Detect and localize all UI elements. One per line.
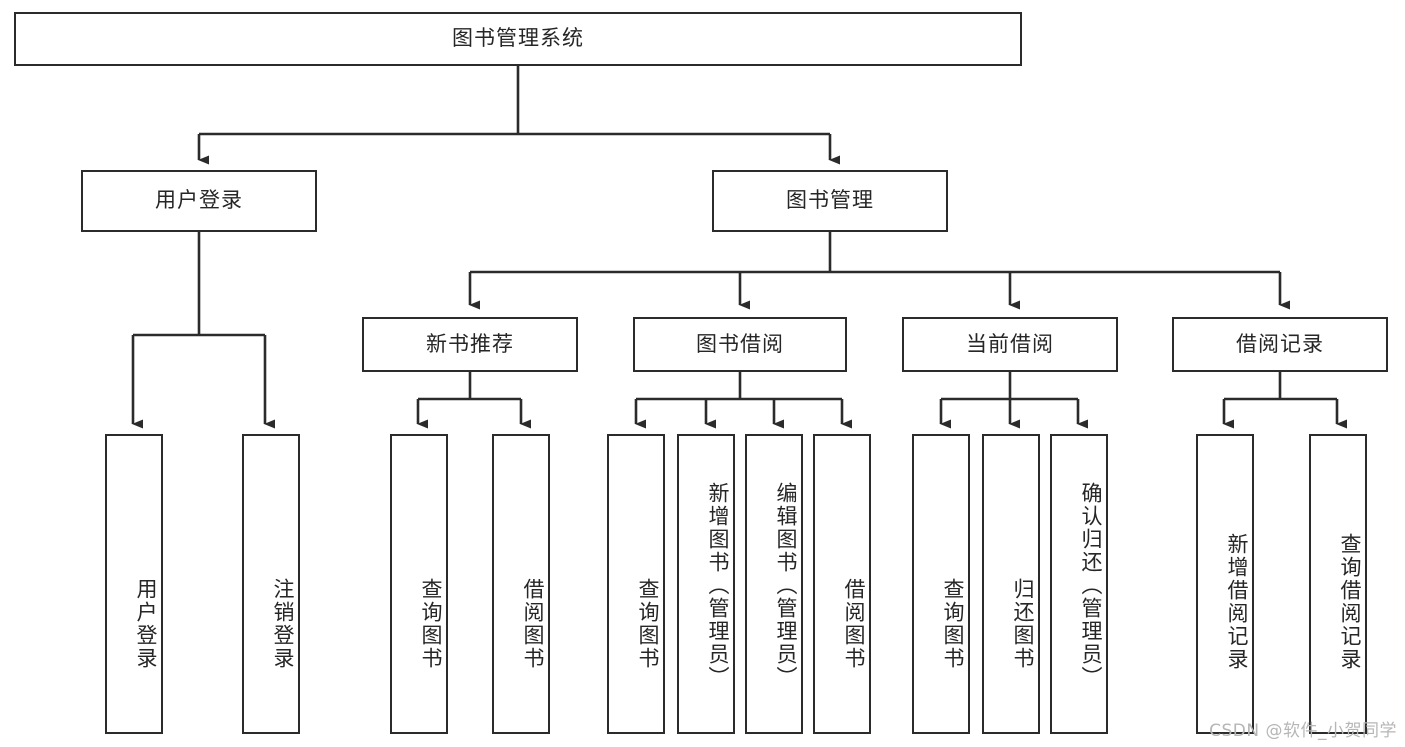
leaf-query-record-label: 查询借阅记录 bbox=[1338, 533, 1362, 671]
node-borrow-record[interactable]: 借阅记录 bbox=[1172, 317, 1388, 372]
node-user-login-label: 用户登录 bbox=[155, 188, 243, 213]
leaf-add-book[interactable]: 新增图书（管理员） bbox=[677, 434, 735, 734]
leaf-confirm-return[interactable]: 确认归还（管理员） bbox=[1050, 434, 1108, 734]
node-borrow-record-label: 借阅记录 bbox=[1236, 331, 1324, 356]
node-user-login[interactable]: 用户登录 bbox=[81, 170, 317, 232]
node-new-book-recommend[interactable]: 新书推荐 bbox=[362, 317, 578, 372]
leaf-return-book-label: 归还图书 bbox=[1011, 577, 1035, 670]
node-current-borrow[interactable]: 当前借阅 bbox=[902, 317, 1118, 372]
leaf-query-book-3-label: 查询图书 bbox=[941, 577, 965, 670]
node-root[interactable]: 图书管理系统 bbox=[14, 12, 1022, 66]
leaf-query-book-1-label: 查询图书 bbox=[419, 577, 443, 670]
node-new-book-recommend-label: 新书推荐 bbox=[426, 331, 514, 356]
csdn-watermark: CSDN @软件_小贺同学 bbox=[1209, 721, 1397, 741]
leaf-confirm-return-label: 确认归还（管理员） bbox=[1079, 481, 1103, 689]
leaf-query-book-1[interactable]: 查询图书 bbox=[390, 434, 448, 734]
leaf-user-login[interactable]: 用户登录 bbox=[105, 434, 163, 734]
leaf-query-book-3[interactable]: 查询图书 bbox=[912, 434, 970, 734]
node-root-label: 图书管理系统 bbox=[452, 26, 584, 51]
leaf-borrow-book-1[interactable]: 借阅图书 bbox=[492, 434, 550, 734]
leaf-query-book-2-label: 查询图书 bbox=[636, 577, 660, 670]
leaf-logout-login-label: 注销登录 bbox=[271, 577, 295, 670]
leaf-add-record[interactable]: 新增借阅记录 bbox=[1196, 434, 1254, 734]
leaf-add-book-label: 新增图书（管理员） bbox=[706, 481, 730, 689]
leaf-edit-book[interactable]: 编辑图书（管理员） bbox=[745, 434, 803, 734]
node-book-manage[interactable]: 图书管理 bbox=[712, 170, 948, 232]
leaf-borrow-book-2[interactable]: 借阅图书 bbox=[813, 434, 871, 734]
leaf-edit-book-label: 编辑图书（管理员） bbox=[774, 481, 798, 689]
leaf-logout-login[interactable]: 注销登录 bbox=[242, 434, 300, 734]
leaf-borrow-book-1-label: 借阅图书 bbox=[521, 577, 545, 670]
node-book-manage-label: 图书管理 bbox=[786, 188, 874, 213]
leaf-return-book[interactable]: 归还图书 bbox=[982, 434, 1040, 734]
node-current-borrow-label: 当前借阅 bbox=[966, 331, 1054, 356]
leaf-query-book-2[interactable]: 查询图书 bbox=[607, 434, 665, 734]
leaf-user-login-label: 用户登录 bbox=[134, 577, 158, 670]
leaf-borrow-book-2-label: 借阅图书 bbox=[842, 577, 866, 670]
node-book-borrow[interactable]: 图书借阅 bbox=[633, 317, 847, 372]
leaf-add-record-label: 新增借阅记录 bbox=[1225, 533, 1249, 671]
leaf-query-record[interactable]: 查询借阅记录 bbox=[1309, 434, 1367, 734]
node-book-borrow-label: 图书借阅 bbox=[696, 331, 784, 356]
